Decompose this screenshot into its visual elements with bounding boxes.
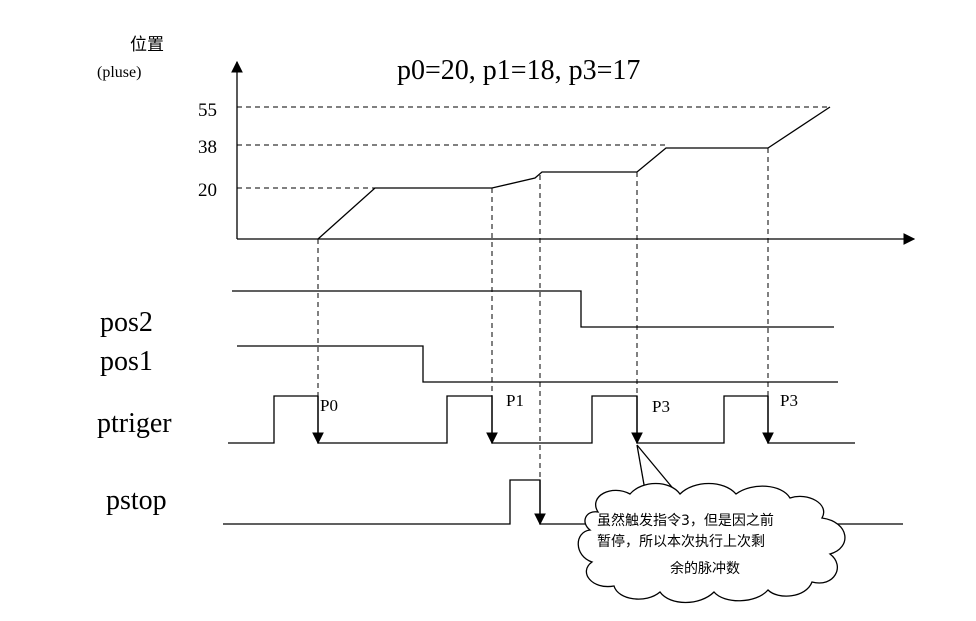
diagram-title: p0=20, p1=18, p3=17	[397, 55, 640, 86]
callout-pointer-right	[636, 444, 677, 493]
y-tick-38: 38	[198, 137, 217, 158]
y-axis-label: 位置	[130, 35, 164, 55]
signal-label-pos1: pos1	[100, 346, 153, 377]
y-tick-55: 55	[198, 100, 217, 121]
pos2-waveform	[232, 290, 834, 328]
note-line-2: 暂停，所以本次执行上次剩	[597, 533, 765, 550]
note-cloud	[577, 482, 846, 604]
signal-label-pstop: pstop	[106, 485, 167, 516]
position-curve	[317, 106, 831, 240]
trigger-label-p3a: P3	[652, 397, 670, 416]
pos1-waveform	[237, 345, 838, 383]
y-tick-20: 20	[198, 180, 217, 201]
note-line-3: 余的脉冲数	[670, 560, 740, 577]
signal-label-pos2: pos2	[100, 307, 153, 338]
trigger-label-p0: P0	[320, 396, 338, 415]
ptriger-waveform	[228, 395, 855, 444]
signal-label-ptriger: ptriger	[97, 408, 172, 439]
trigger-label-p3b: P3	[780, 391, 798, 410]
y-axis-unit: (pluse)	[97, 64, 141, 81]
trigger-label-p1: P1	[506, 391, 524, 410]
note-line-1: 虽然触发指令3，但是因之前	[597, 512, 774, 529]
